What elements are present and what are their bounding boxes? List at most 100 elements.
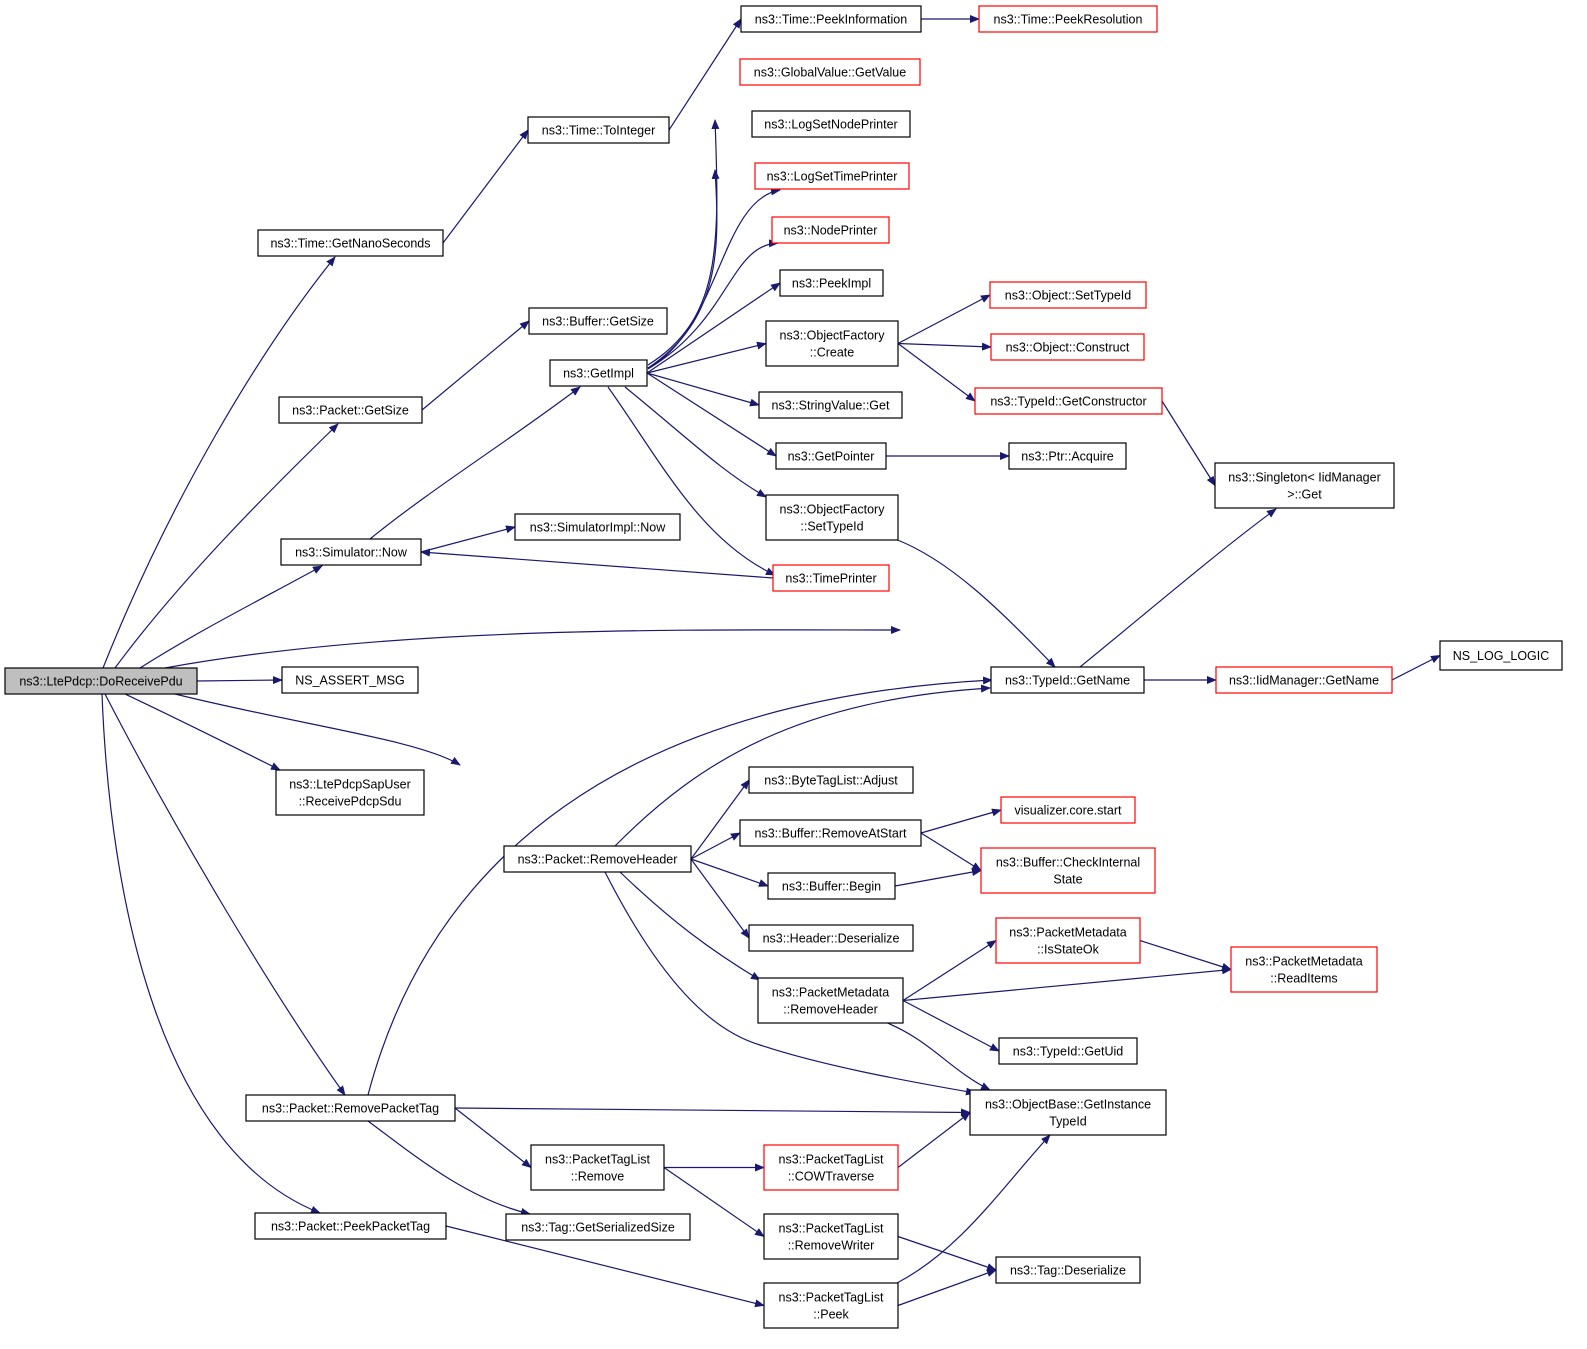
node-box bbox=[514, 513, 681, 541]
node-box bbox=[990, 666, 1145, 694]
node-bufBegin[interactable]: ns3::Buffer::Begin bbox=[767, 872, 896, 900]
node-box bbox=[995, 1256, 1141, 1284]
node-peekImpl[interactable]: ns3::PeekImpl bbox=[779, 269, 884, 297]
node-label: ns3::TypeId::GetUid bbox=[1013, 1045, 1124, 1059]
node-layer: ns3::LtePdcp::DoReceivePdu ns3::Time::Get… bbox=[4, 5, 1563, 1329]
call-edge bbox=[624, 386, 767, 498]
node-box bbox=[757, 977, 904, 1024]
node-pktRemoveHeader[interactable]: ns3::Packet::RemoveHeader bbox=[503, 845, 692, 873]
node-nodePrinter[interactable]: ns3::NodePrinter bbox=[771, 216, 890, 244]
call-edge bbox=[124, 693, 281, 771]
node-label: ns3::GetPointer bbox=[788, 450, 875, 464]
node-label: visualizer.core.start bbox=[1015, 804, 1123, 818]
node-byteTagAdjust[interactable]: ns3::ByteTagList::Adjust bbox=[748, 766, 914, 794]
node-headerDeser[interactable]: ns3::Header::Deserialize bbox=[748, 924, 914, 952]
node-box bbox=[527, 116, 670, 144]
node-pktPeekPktTag[interactable]: ns3::Packet::PeekPacketTag bbox=[254, 1212, 447, 1240]
node-label: ns3::PacketTagList bbox=[545, 1153, 650, 1167]
call-edge bbox=[604, 871, 976, 1096]
node-label: TypeId bbox=[1049, 1115, 1087, 1129]
node-ofCreate[interactable]: ns3::ObjectFactory::Create bbox=[765, 320, 899, 367]
call-edge bbox=[174, 693, 461, 766]
call-edge bbox=[884, 1021, 991, 1091]
call-edge bbox=[668, 18, 742, 131]
node-tagGetSerSize[interactable]: ns3::Tag::GetSerializedSize bbox=[505, 1213, 691, 1241]
node-iidGetName[interactable]: ns3::IidManager::GetName bbox=[1215, 666, 1393, 694]
node-label: ns3::PacketMetadata bbox=[1245, 955, 1362, 969]
node-ptlCOW[interactable]: ns3::PacketTagList::COWTraverse bbox=[763, 1144, 899, 1191]
node-label: ns3::Time::PeekInformation bbox=[755, 13, 907, 27]
call-edge bbox=[646, 372, 760, 407]
call-edge bbox=[647, 119, 720, 366]
node-packetGetSize[interactable]: ns3::Packet::GetSize bbox=[278, 396, 423, 424]
node-logSetNode[interactable]: ns3::LogSetNodePrinter bbox=[751, 110, 911, 138]
edge-pktRemoveHeader-to-byteTagAdjust bbox=[690, 779, 750, 860]
node-getPointer[interactable]: ns3::GetPointer bbox=[775, 442, 887, 470]
edge-ptlRemoveWriter-to-tagDeser bbox=[897, 1235, 997, 1271]
call-edge bbox=[164, 625, 901, 669]
node-vizStart[interactable]: visualizer.core.start bbox=[1000, 796, 1136, 824]
call-edge bbox=[902, 966, 1232, 1002]
node-box bbox=[280, 538, 422, 566]
edge-layer bbox=[101, 15, 1441, 1308]
node-simNow[interactable]: ns3::Simulator::Now bbox=[280, 538, 422, 566]
node-box bbox=[505, 1213, 691, 1241]
node-ptlPeek[interactable]: ns3::PacketTagList::Peek bbox=[763, 1282, 899, 1329]
call-edge bbox=[897, 1235, 997, 1271]
call-edge bbox=[920, 808, 1002, 834]
node-box bbox=[998, 1037, 1138, 1065]
edge-typeIdGetCtor-to-singletonGet bbox=[1161, 400, 1216, 487]
node-label: NS_LOG_LOGIC bbox=[1453, 649, 1550, 663]
node-pmReadItems[interactable]: ns3::PacketMetadata::ReadItems bbox=[1230, 946, 1378, 993]
node-sapReceive[interactable]: ns3::LtePdcpSapUser::ReceivePdcpSdu bbox=[275, 769, 425, 816]
node-bufferGetSize[interactable]: ns3::Buffer::GetSize bbox=[528, 307, 668, 335]
node-nsAssertMsg[interactable]: NS_ASSERT_MSG bbox=[281, 666, 419, 694]
node-typeIdGetName[interactable]: ns3::TypeId::GetName bbox=[990, 666, 1145, 694]
node-logSetTime[interactable]: ns3::LogSetTimePrinter bbox=[754, 162, 910, 190]
call-edge bbox=[690, 832, 741, 860]
node-timePrinter[interactable]: ns3::TimePrinter bbox=[772, 564, 890, 592]
node-pktRemovePktTag[interactable]: ns3::Packet::RemovePacketTag bbox=[245, 1094, 456, 1122]
node-simImplNow[interactable]: ns3::SimulatorImpl::Now bbox=[514, 513, 681, 541]
node-pmIsStateOk[interactable]: ns3::PacketMetadata::IsStateOk bbox=[995, 917, 1141, 964]
node-box bbox=[739, 819, 922, 847]
node-timeGetNano[interactable]: ns3::Time::GetNanoSeconds bbox=[257, 229, 444, 257]
node-stringGet[interactable]: ns3::StringValue::Get bbox=[758, 391, 903, 419]
call-edge bbox=[897, 294, 991, 345]
node-label: ns3::ObjectBase::GetInstance bbox=[985, 1098, 1151, 1112]
node-objConstruct[interactable]: ns3::Object::Construct bbox=[990, 333, 1145, 361]
node-ofSetTypeId[interactable]: ns3::ObjectFactory::SetTypeId bbox=[765, 494, 899, 541]
node-nsLogLogic[interactable]: NS_LOG_LOGIC bbox=[1439, 640, 1563, 671]
edge-simNow-to-simImplNow bbox=[420, 525, 516, 553]
node-singletonGet[interactable]: ns3::Singleton< IidManager>::Get bbox=[1214, 462, 1395, 509]
node-pmRemoveHeader[interactable]: ns3::PacketMetadata::RemoveHeader bbox=[757, 977, 904, 1024]
node-timePeekRes[interactable]: ns3::Time::PeekResolution bbox=[978, 5, 1158, 33]
node-globalGetValue[interactable]: ns3::GlobalValue::GetValue bbox=[739, 58, 921, 86]
node-box bbox=[4, 667, 198, 695]
node-ptrAcquire[interactable]: ns3::Ptr::Acquire bbox=[1008, 442, 1127, 470]
node-box bbox=[278, 396, 423, 424]
call-edge bbox=[897, 342, 992, 351]
node-typeIdGetCtor[interactable]: ns3::TypeId::GetConstructor bbox=[974, 387, 1163, 415]
call-edge bbox=[607, 386, 776, 576]
node-label: ns3::NodePrinter bbox=[784, 224, 878, 238]
node-box bbox=[739, 58, 921, 86]
node-ptlRemove[interactable]: ns3::PacketTagList::Remove bbox=[530, 1144, 665, 1191]
node-bufRemoveAtStart[interactable]: ns3::Buffer::RemoveAtStart bbox=[739, 819, 922, 847]
node-ptlRemoveWriter[interactable]: ns3::PacketTagList::RemoveWriter bbox=[763, 1213, 899, 1260]
node-label: State bbox=[1053, 873, 1082, 887]
node-timePeekInfo[interactable]: ns3::Time::PeekInformation bbox=[740, 5, 922, 33]
node-objSetTypeId[interactable]: ns3::Object::SetTypeId bbox=[989, 281, 1147, 309]
node-getImpl[interactable]: ns3::GetImpl bbox=[549, 359, 648, 387]
node-timeToInt[interactable]: ns3::Time::ToInteger bbox=[527, 116, 670, 144]
node-label: ns3::Time::PeekResolution bbox=[994, 13, 1143, 27]
call-edge bbox=[647, 239, 779, 370]
node-tagDeser[interactable]: ns3::Tag::Deserialize bbox=[995, 1256, 1141, 1284]
node-root[interactable]: ns3::LtePdcp::DoReceivePdu bbox=[4, 667, 198, 695]
node-label: ns3::Time::ToInteger bbox=[542, 124, 655, 138]
node-typeIdGetUid[interactable]: ns3::TypeId::GetUid bbox=[998, 1037, 1138, 1065]
call-edge bbox=[367, 1120, 531, 1216]
